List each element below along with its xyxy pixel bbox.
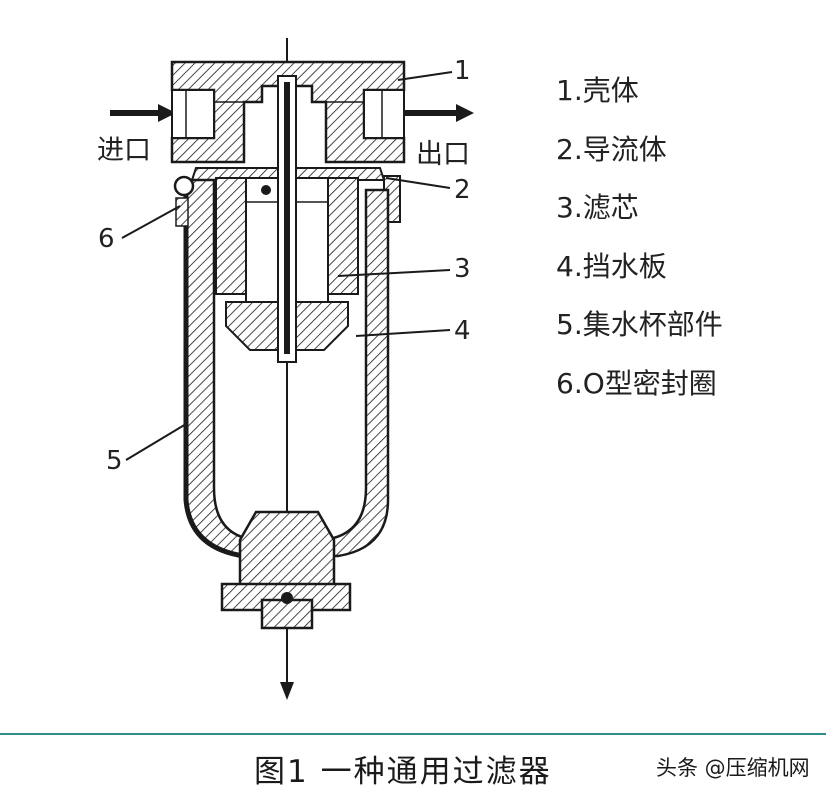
outlet-drain-arrow — [280, 682, 294, 700]
callout-3: 3 — [454, 254, 471, 284]
outlet-label: 出口 — [416, 139, 470, 170]
callout-2: 2 — [454, 175, 471, 205]
legend-item: 1.壳体 — [556, 74, 639, 107]
footer-divider — [0, 733, 826, 735]
callout-4: 4 — [454, 316, 471, 346]
parts-legend: 1.壳体 2.导流体 3.滤芯 4.挡水板 5.集水杯部件 6.O型密封圈 — [556, 62, 723, 413]
legend-item: 6.O型密封圈 — [556, 366, 717, 400]
leader-lines — [121, 71, 453, 461]
callout-1: 1 — [454, 56, 471, 86]
leader-5 — [125, 423, 187, 461]
leader-6 — [121, 205, 181, 239]
watermark: 头条 @压缩机网 — [656, 756, 810, 780]
leader-1 — [397, 71, 453, 81]
legend-item: 5.集水杯部件 — [556, 308, 723, 341]
water-baffle — [225, 301, 349, 351]
legend-item: 3.滤芯 — [556, 191, 639, 224]
o-ring-seal — [173, 175, 195, 227]
drain-valve — [220, 510, 352, 630]
leader-3 — [337, 269, 451, 277]
housing — [170, 60, 406, 164]
legend-item: 2.导流体 — [556, 132, 667, 166]
callout-5: 5 — [106, 446, 123, 476]
outlet-flow-arrow — [402, 104, 474, 122]
figure-caption: 图1 一种通用过滤器 — [254, 754, 552, 790]
legend-item: 4.挡水板 — [556, 249, 667, 283]
water-bowl — [183, 178, 390, 559]
leader-2 — [385, 177, 451, 189]
inlet-label: 进口 — [97, 135, 151, 166]
leader-4 — [355, 329, 451, 337]
callout-6: 6 — [98, 224, 115, 254]
inlet-flow-arrow — [110, 104, 176, 122]
